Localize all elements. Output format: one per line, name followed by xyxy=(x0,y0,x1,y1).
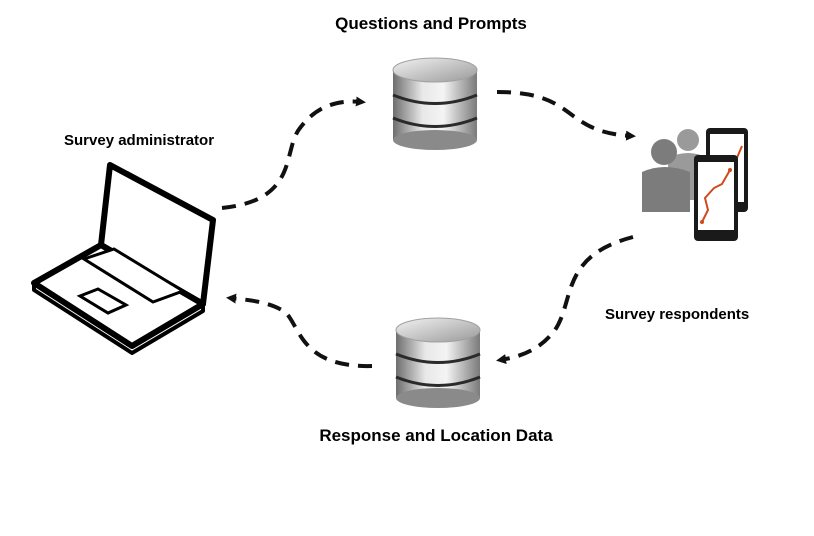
database-icon xyxy=(392,57,478,150)
survey-administrator-label: Survey administrator xyxy=(64,132,215,149)
questions-prompts-label: Questions and Prompts xyxy=(335,14,527,33)
arrow-laptop-to-questions xyxy=(221,96,366,210)
arrow-questions-to-respondents xyxy=(496,90,636,141)
survey-respondents-label: Survey respondents xyxy=(605,306,750,323)
arrow-response-to-laptop xyxy=(226,293,373,369)
respondents-phones-icon xyxy=(642,128,748,241)
laptop-icon xyxy=(31,162,216,355)
arrow-respondents-to-response xyxy=(496,235,634,365)
response-location-data-label: Response and Location Data xyxy=(319,426,553,445)
database-icon xyxy=(395,317,481,408)
